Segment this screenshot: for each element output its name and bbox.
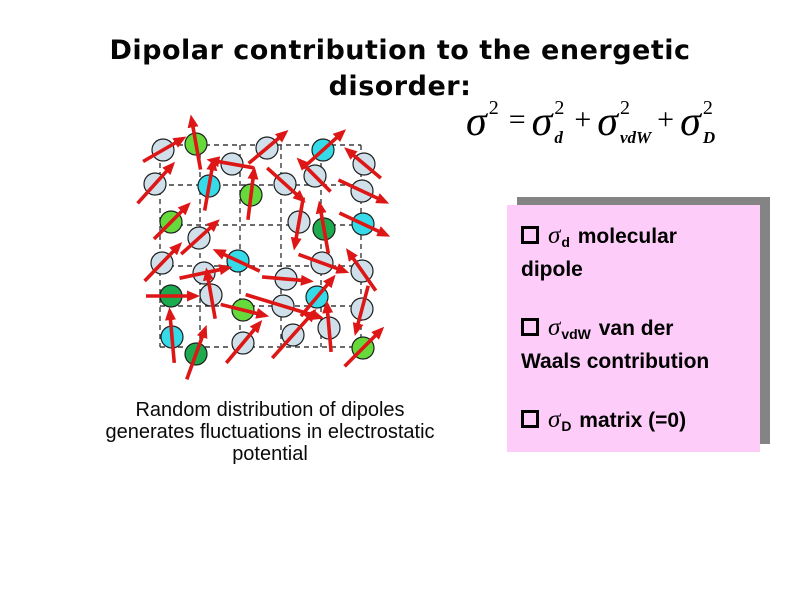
- sigma-symbol: σ: [680, 99, 701, 145]
- dipole-arrow: [337, 178, 390, 204]
- subscript: d: [554, 128, 563, 147]
- dipole-arrow: [345, 248, 378, 292]
- legend-item-2: σD matrix (=0): [521, 407, 727, 440]
- dipole-arrow: [338, 211, 391, 237]
- exponent: 2: [620, 97, 630, 119]
- slide-title: Dipolar contribution to the energetic di…: [0, 33, 800, 105]
- sigma-symbol: σ: [548, 222, 561, 249]
- dipole-arrow: [212, 249, 261, 273]
- equation-operator: +: [657, 103, 675, 136]
- dipole-arrow: [202, 267, 217, 319]
- square-bullet-icon: [521, 318, 539, 336]
- exponent: 2: [488, 97, 499, 119]
- subscript: vdW: [620, 128, 652, 147]
- dipole-arrow: [322, 300, 334, 353]
- title-line-2: disorder:: [328, 71, 472, 102]
- dipole-arrow: [290, 197, 306, 251]
- dipole-arrow: [187, 114, 203, 170]
- legend-item-text: molecular dipole: [521, 225, 677, 281]
- dipole-arrows-layer: [136, 114, 391, 380]
- dipole-arrow: [344, 147, 383, 180]
- dipole-arrow: [343, 326, 385, 368]
- sigma-symbol: σ: [466, 99, 487, 145]
- dipole-arrow: [152, 202, 191, 241]
- dipole-arrow: [206, 156, 254, 170]
- dipole-arrow: [220, 302, 270, 319]
- square-bullet-icon: [521, 226, 539, 244]
- exponent: 2: [702, 97, 713, 119]
- square-bullet-icon: [521, 410, 539, 428]
- sigma-subscript: d: [561, 234, 570, 250]
- sigma-symbol: σ: [597, 99, 618, 145]
- dipole-arrow: [179, 219, 220, 256]
- legend-item-0: σd molecular dipole: [521, 223, 727, 283]
- legend-item-1: σvdW van der Waals contribution: [521, 315, 727, 375]
- dipole-arrow: [301, 129, 347, 170]
- dipole-arrow: [143, 242, 183, 283]
- dipole-arrow: [246, 166, 259, 221]
- caption-line-3: potential: [232, 443, 308, 465]
- dipole-arrow: [296, 157, 332, 193]
- dipole-arrow: [202, 157, 218, 211]
- dipole-arrow: [270, 308, 317, 360]
- dipole-arrow: [261, 274, 314, 286]
- title-line-1: Dipolar contribution to the energetic: [109, 35, 691, 66]
- dipole-arrow: [297, 252, 350, 274]
- dipole-arrow: [165, 307, 177, 364]
- dipole-arrow: [136, 161, 176, 205]
- legend-item-text: matrix (=0): [573, 409, 687, 432]
- exponent: 2: [554, 97, 565, 119]
- sigma-symbol: σ: [531, 99, 553, 145]
- dipole-arrow: [224, 320, 263, 365]
- equation-operator: +: [574, 103, 592, 136]
- sigma-subscript: D: [561, 418, 572, 434]
- dipole-lattice-diagram: [136, 114, 391, 380]
- molecules-layer: [143, 132, 376, 366]
- dipole-arrow: [315, 200, 331, 254]
- sigma-subscript: vdW: [561, 326, 591, 342]
- caption-line-1: Random distribution of dipoles: [135, 399, 405, 421]
- subscript: D: [702, 128, 716, 147]
- dipole-arrow: [247, 130, 289, 165]
- diagram-caption: Random distribution of dipoles generates…: [50, 399, 490, 465]
- equation-operator: =: [508, 103, 526, 136]
- dipole-arrow: [185, 324, 208, 380]
- sigma-symbol: σ: [548, 314, 561, 341]
- dipole-arrow: [265, 166, 306, 203]
- dipole-arrow: [352, 285, 370, 337]
- caption-line-2: generates fluctuations in electrostatic: [105, 421, 435, 443]
- legend-item-text: van der Waals contribution: [521, 317, 710, 373]
- dipole-arrow: [142, 136, 187, 164]
- sigma-symbol: σ: [548, 406, 561, 433]
